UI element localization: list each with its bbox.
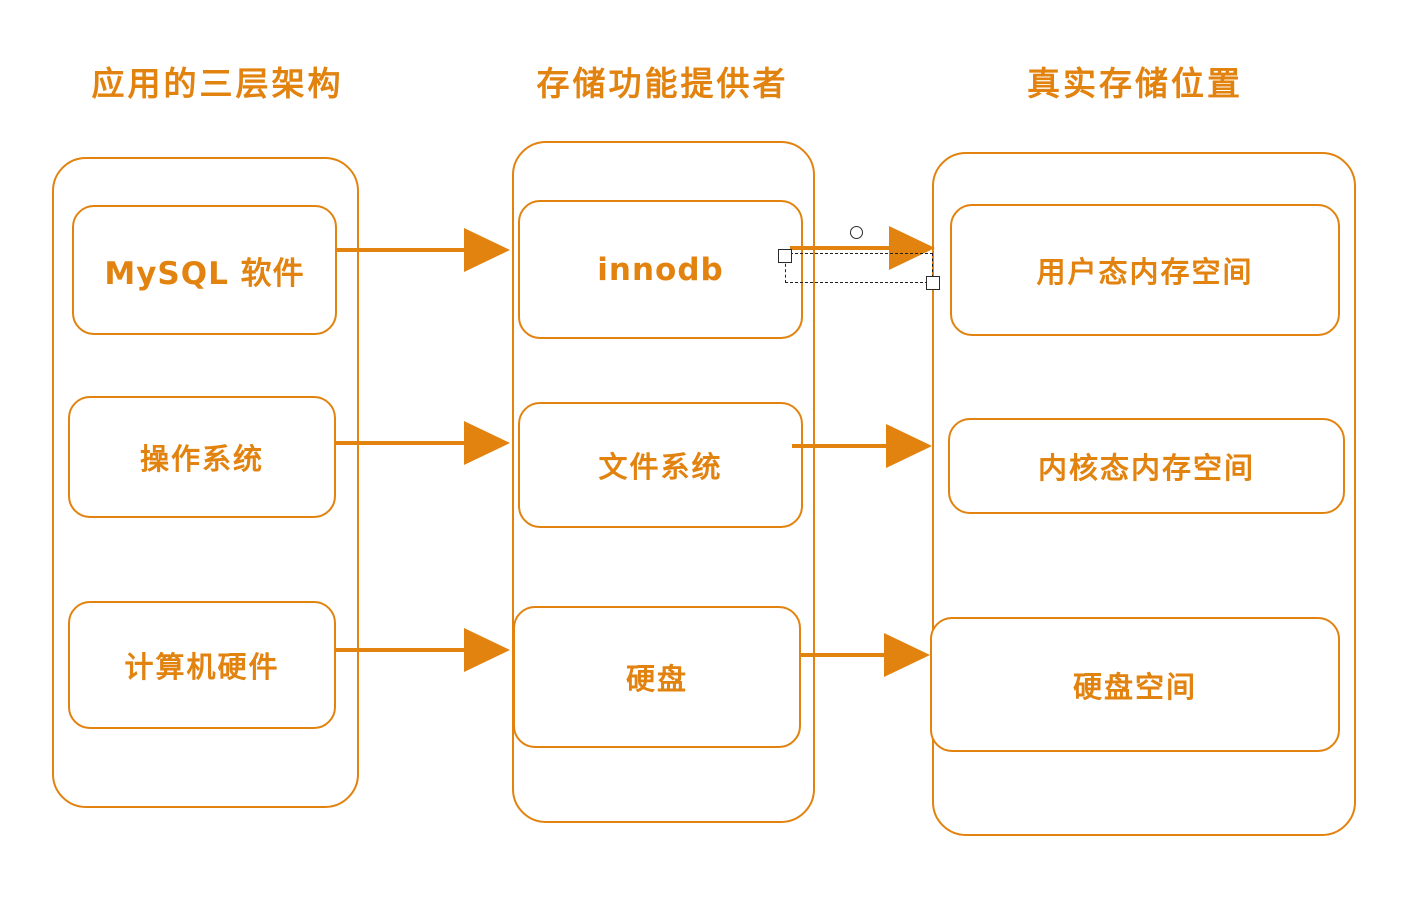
arrow-mysql-to-innodb[interactable] [335, 225, 510, 275]
node-label: MySQL 软件 [104, 255, 305, 292]
arrow-innodb-to-user-memory[interactable] [790, 223, 935, 273]
node-label: 硬盘空间 [1072, 669, 1197, 704]
selection-rectangle[interactable] [785, 253, 933, 283]
node-label: 内核态内存空间 [1037, 451, 1255, 485]
node-label: 用户态内存空间 [1036, 255, 1254, 289]
node-file-system[interactable]: 文件系统 [518, 402, 803, 528]
node-computer-hardware[interactable]: 计算机硬件 [68, 601, 336, 729]
container-architecture[interactable] [52, 157, 359, 808]
column-title-real-location: 真实存储位置 [1027, 64, 1243, 103]
node-hard-disk[interactable]: 硬盘 [513, 606, 801, 748]
node-label: 计算机硬件 [124, 650, 280, 684]
node-label: 操作系统 [139, 442, 264, 476]
column-title-architecture: 应用的三层架构 [91, 64, 344, 103]
container-storage-provider[interactable] [512, 141, 815, 823]
node-label: 文件系统 [598, 450, 723, 484]
node-operating-system[interactable]: 操作系统 [68, 396, 336, 518]
arrow-os-to-filesystem[interactable] [335, 418, 510, 468]
node-disk-space[interactable]: 硬盘空间 [930, 617, 1340, 752]
selection-handle-bottom-right[interactable] [926, 276, 940, 290]
node-user-space-memory[interactable]: 用户态内存空间 [950, 204, 1340, 336]
selection-handle-top-left[interactable] [778, 249, 792, 263]
rotate-handle-icon[interactable] [850, 226, 863, 239]
node-label: innodb [597, 251, 724, 288]
node-mysql-software[interactable]: MySQL 软件 [72, 205, 337, 335]
node-kernel-space-memory[interactable]: 内核态内存空间 [948, 418, 1345, 514]
node-innodb[interactable]: innodb [518, 200, 803, 339]
arrow-hardware-to-disk[interactable] [335, 625, 510, 675]
node-label: 硬盘 [625, 662, 688, 696]
container-real-location[interactable] [932, 152, 1356, 836]
arrow-filesystem-to-kernel-memory[interactable] [792, 421, 932, 471]
column-title-storage-provider: 存储功能提供者 [536, 64, 789, 103]
arrow-disk-to-disk-space[interactable] [800, 630, 930, 680]
